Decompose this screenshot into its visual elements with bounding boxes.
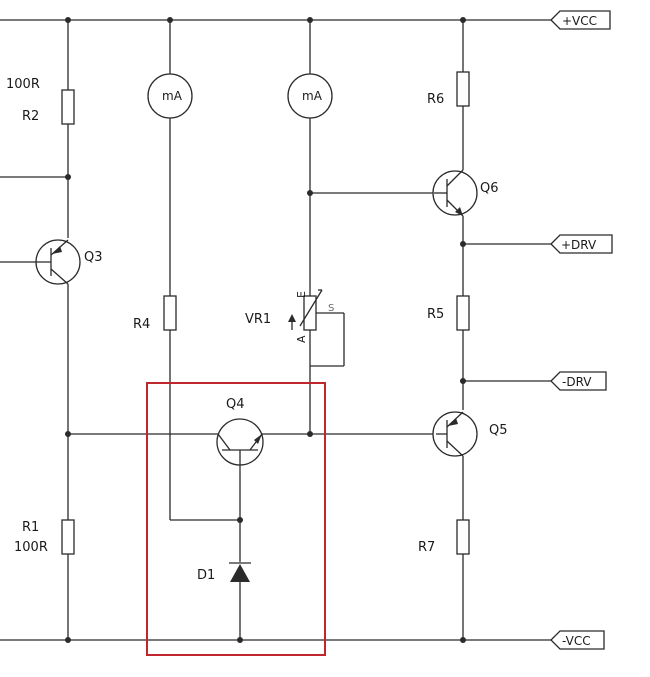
resistor-r1: [61, 519, 75, 555]
port-vcc-pos: +VCC: [550, 10, 611, 30]
r7-label: R7: [418, 540, 435, 555]
port-drv-neg: -DRV: [550, 371, 607, 391]
r2-value-label: 100R: [6, 77, 40, 92]
potentiometer-vr1: [288, 289, 345, 367]
meter2-label: mA: [302, 89, 323, 103]
svg-text:+DRV: +DRV: [561, 238, 597, 252]
q3-label: Q3: [84, 250, 103, 265]
resistor-r2: [61, 89, 75, 125]
r1-value-label: 100R: [14, 540, 48, 555]
transistor-q5: [432, 411, 478, 457]
transistor-q4: [216, 418, 264, 466]
resistor-r7: [456, 519, 470, 555]
r6-label: R6: [427, 92, 444, 107]
port-vcc-neg: -VCC: [550, 630, 605, 650]
vr1-s-label: S: [328, 303, 334, 314]
transistor-q3: [0, 239, 81, 285]
svg-text:+VCC: +VCC: [562, 14, 597, 28]
svg-text:-DRV: -DRV: [562, 375, 592, 389]
r1-label: R1: [22, 520, 39, 535]
meter1-label: mA: [162, 89, 183, 103]
q5-label: Q5: [489, 423, 508, 438]
svg-text:-VCC: -VCC: [562, 634, 591, 648]
q4-label: Q4: [226, 397, 245, 412]
port-drv-pos: +DRV: [550, 234, 613, 254]
r5-label: R5: [427, 307, 444, 322]
highlight-box: [146, 382, 326, 656]
vr1-a-label: A: [295, 335, 308, 343]
q6-label: Q6: [480, 181, 499, 196]
vr1-label: VR1: [245, 312, 271, 327]
resistor-r5: [456, 295, 470, 331]
junctions: [65, 17, 466, 643]
d1-label: D1: [197, 568, 215, 583]
resistor-r6: [456, 71, 470, 107]
vr1-e-label: E: [295, 291, 308, 298]
diode-d1: [229, 562, 251, 582]
r4-label: R4: [133, 317, 150, 332]
r2-label: R2: [22, 109, 39, 124]
resistor-r4: [163, 295, 177, 331]
transistor-q6: [432, 169, 478, 217]
